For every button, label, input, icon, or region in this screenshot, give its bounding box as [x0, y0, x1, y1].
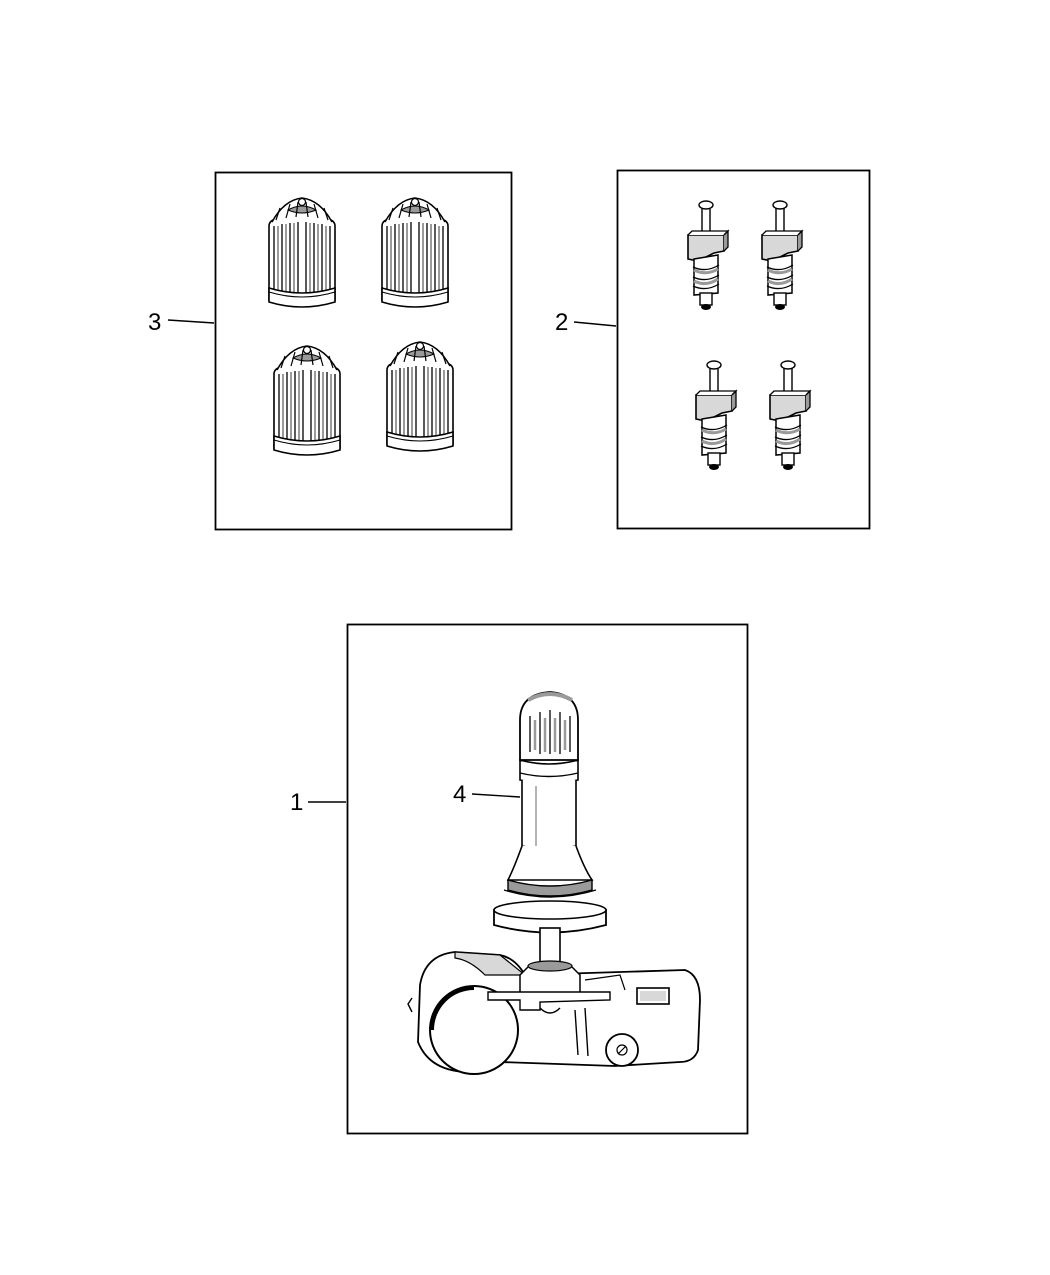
callout-2-label: 2: [555, 309, 568, 336]
sensor-assembly-panel: [346, 623, 749, 1135]
callout-2: 2: [555, 309, 617, 336]
callout-1: 1: [290, 789, 346, 816]
valve-core-kit-panel: [616, 169, 871, 530]
callout-3: 3: [148, 309, 215, 336]
valve-cap-kit-panel: [214, 171, 513, 531]
callout-1-label: 1: [290, 789, 303, 816]
tire-pressure-sensor-icon: [407, 691, 701, 1075]
callout-4: 4: [453, 781, 521, 808]
valve-cap-icon: [268, 197, 454, 456]
callout-4-label: 4: [453, 781, 466, 808]
callout-3-label: 3: [148, 309, 161, 336]
valve-core-icon: [686, 199, 812, 472]
